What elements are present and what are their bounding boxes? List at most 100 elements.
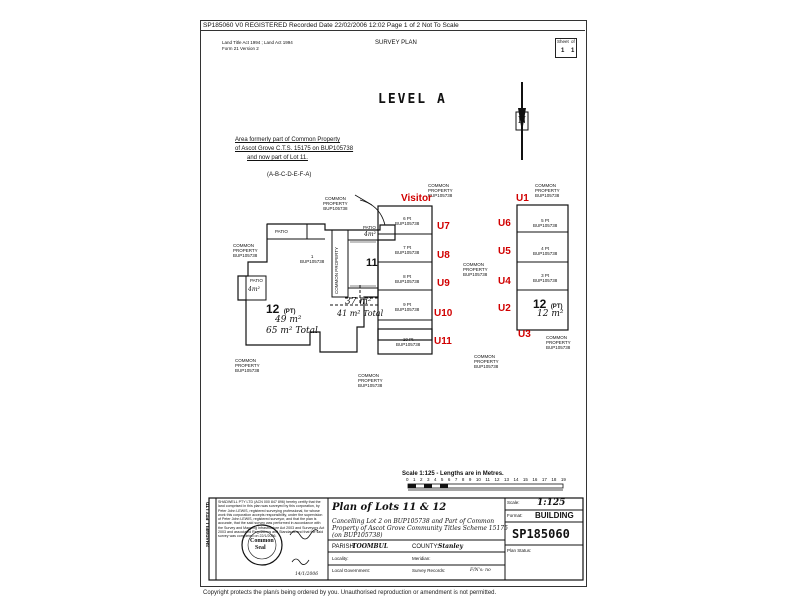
plan-type: SURVEY PLAN (375, 40, 417, 46)
registration-strip (200, 21, 585, 31)
parish-value: TOOMBUL (352, 543, 389, 550)
format-label: Format: (507, 513, 523, 518)
patio-label-left: PATIO (250, 278, 263, 283)
lot-12-left-total: 65 m² Total (266, 326, 318, 336)
county-label: COUNTY: (412, 544, 439, 550)
act-line-2: Form 21 Version 2 (222, 46, 259, 51)
u4-annotation: U4 (498, 276, 511, 287)
lot-11-label: 11 (366, 257, 378, 269)
side-text: SHADWELL PTY LTD (205, 502, 210, 547)
fns-label: F/N's: no (470, 568, 491, 573)
lot-12-right: 12 (PT) (533, 297, 563, 311)
sheet-label: Sheet (557, 39, 569, 44)
seal-text-2: Seal (255, 545, 266, 551)
scale-tick: 13 (503, 477, 509, 482)
signature-icon (289, 529, 319, 540)
scale-tick: 11 (485, 477, 490, 482)
north-label: N (518, 114, 526, 126)
scale-tick: 0 (406, 477, 409, 482)
copyright-footer: Copyright protects the plan/s being orde… (203, 590, 497, 596)
scale-value: 1:125 (537, 498, 566, 508)
sheet-number: 1 (561, 48, 565, 54)
scale-tick: 7 (454, 477, 458, 482)
scale-tick: 12 (494, 477, 500, 482)
north-arrow-icon (515, 82, 529, 160)
common-property-vertical: COMMON PROPERTY (334, 247, 339, 294)
scale-tick: 5 (440, 477, 444, 482)
scale-tick: 18 (551, 477, 557, 482)
u1-annotation: U1 (516, 193, 529, 204)
lot-11-total: 41 m² Total (337, 309, 384, 318)
seal-text-1: Common (250, 538, 274, 544)
level-title: LEVEL A (378, 92, 447, 107)
registration-header: SP185060 V0 REGISTERED Recorded Date 22/… (203, 22, 459, 29)
sheet-total: 1 (571, 48, 575, 54)
area-note-1: Area formerly part of Common Property (235, 137, 341, 143)
cancelling-text: Cancelling Lot 2 on BUP105738 and Part o… (332, 518, 508, 539)
scale-tick: 10 (475, 477, 481, 482)
scale-tick: 8 (461, 477, 465, 482)
u11-annotation: U11 (434, 336, 452, 347)
patio-area-left: 4m² (248, 286, 260, 293)
scale-tick: 4 (433, 477, 437, 482)
scale-tick: 19 (560, 477, 566, 482)
surveyor-certificate: SHADWELL PTY LTD (ACN 000 847 896) hereb… (218, 500, 325, 539)
scale-tick: 15 (522, 477, 528, 482)
scale-tick: 9 (468, 477, 472, 482)
meridian-label: Meridian: (412, 556, 431, 561)
u5-annotation: U5 (498, 246, 511, 257)
u7-annotation: U7 (437, 221, 450, 232)
visitor-annotation: Visitor (401, 193, 432, 204)
common-seal-icon (241, 524, 283, 566)
scale-tick: 16 (532, 477, 538, 482)
county-value: Stanley (438, 543, 463, 550)
patio-label-top: PATIO (275, 229, 288, 234)
scale-tick: 3 (426, 477, 430, 482)
u8-annotation: U8 (437, 250, 450, 261)
u9-annotation: U9 (437, 278, 450, 289)
format-value: BUILDING (535, 511, 574, 520)
patio-area-11: 4m² (364, 231, 376, 238)
parish-label: PARISH: (332, 544, 356, 550)
lot-12-left: 12 (PT) (266, 302, 296, 316)
scale-label: Scale: (507, 500, 520, 505)
lot-12-left-area: 49 m² (275, 315, 302, 325)
lot-12-right-area: 12 m² (537, 309, 564, 319)
area-letters: (A-B-C-D-E-F-A) (267, 172, 312, 178)
area-note-3: and now part of Lot 11. (247, 155, 308, 161)
patio-label-11: PATIO (363, 225, 376, 230)
sheet-box (555, 38, 577, 58)
local-gov-label: Local Government: (332, 568, 371, 573)
scale-tick: 14 (513, 477, 519, 482)
u10-annotation: U10 (434, 308, 453, 319)
scale-text: Scale 1:125 - Lengths are in Metres. (402, 471, 504, 477)
u2-annotation: U2 (498, 303, 511, 314)
survey-records-label: Survey Records: (412, 568, 446, 573)
plan-title: Plan of Lots 11 & 12 (332, 502, 447, 513)
seal-date: 14/1/2006 (295, 572, 319, 577)
plan-number: SP185060 (512, 527, 570, 541)
sheet-of: of (571, 39, 575, 44)
scale-tick: 6 (447, 477, 451, 482)
u3-annotation: U3 (518, 329, 531, 340)
area-note-2: of Ascot Grove C.T.S. 15175 on BUP105738 (235, 146, 354, 152)
